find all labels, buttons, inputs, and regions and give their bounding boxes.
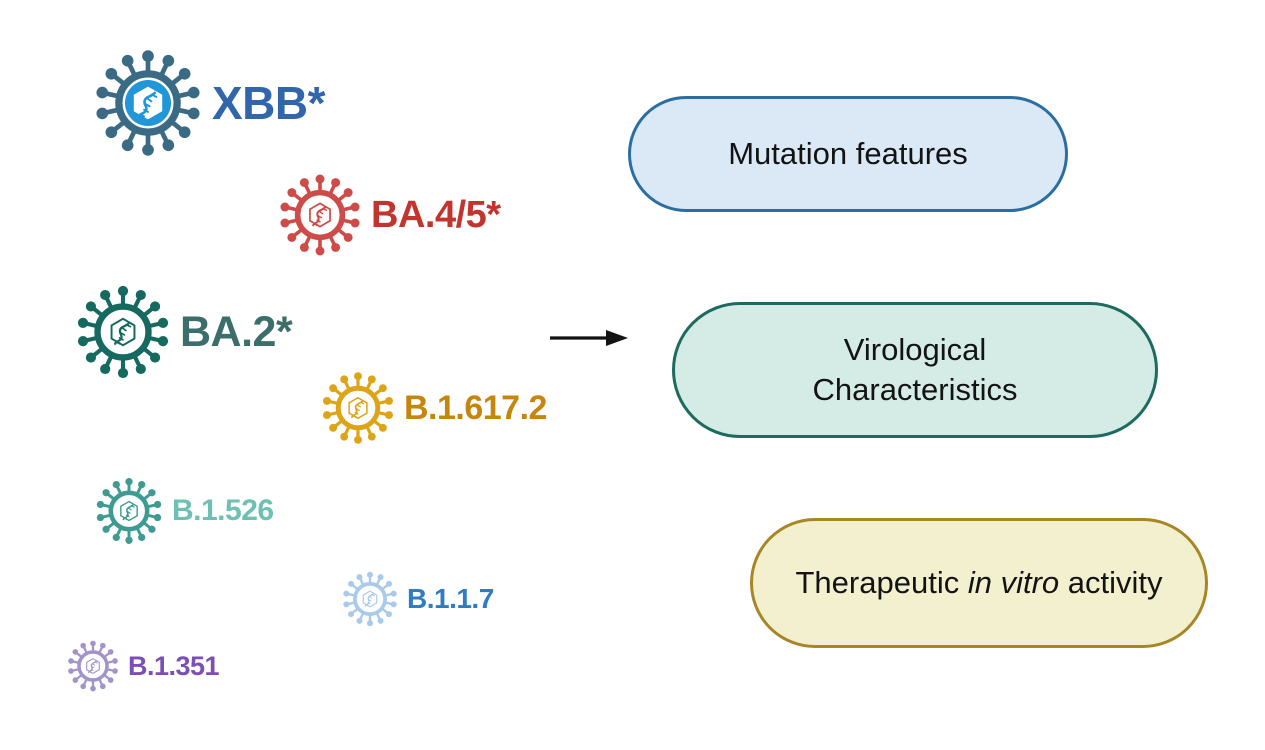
virus-icon-b16172 xyxy=(323,372,393,444)
variant-row-ba2[interactable]: BA.2* xyxy=(74,283,293,381)
variant-row-b1351[interactable]: B.1.351 xyxy=(66,639,220,693)
virus-icon-b117 xyxy=(343,571,397,627)
variant-row-xbb[interactable]: XBB* xyxy=(92,47,326,159)
topic-text-plain-1: Therapeutic xyxy=(795,565,968,601)
virus-icon-ba2 xyxy=(77,285,169,379)
topic-label-mutation-features: Mutation features xyxy=(714,134,982,174)
variant-label-ba45: BA.4/5* xyxy=(371,194,501,236)
variant-row-b1526[interactable]: B.1.526 xyxy=(94,476,274,546)
variant-label-ba2: BA.2* xyxy=(180,307,293,356)
virus-icon-b1526 xyxy=(96,478,162,544)
topic-text-line: Virological xyxy=(843,332,987,368)
virus-icon-xbb xyxy=(96,50,200,156)
variant-label-b16172: B.1.617.2 xyxy=(404,389,547,427)
variant-label-b117: B.1.1.7 xyxy=(407,583,494,614)
flow-arrow-right xyxy=(548,322,630,359)
variant-row-b117[interactable]: B.1.1.7 xyxy=(341,570,494,628)
variant-label-b1351: B.1.351 xyxy=(128,650,220,681)
variant-label-xbb: XBB* xyxy=(212,77,326,129)
virus-icon-xbb xyxy=(92,47,204,159)
topic-text-italic: in vitro xyxy=(967,565,1060,601)
topic-box-mutation-features[interactable]: Mutation features xyxy=(628,96,1068,212)
variant-label-b1526: B.1.526 xyxy=(172,494,274,527)
virus-icon-b1351 xyxy=(68,640,118,692)
virus-icon-b1351 xyxy=(66,639,120,693)
variant-row-b16172[interactable]: B.1.617.2 xyxy=(320,370,547,446)
topic-text-line: Characteristics xyxy=(812,372,1018,407)
virus-icon-b1526 xyxy=(94,476,164,546)
virus-icon-ba2 xyxy=(74,283,172,381)
topic-label-therapeutic-in-vitro-activity: Therapeutic in vitro activity xyxy=(782,563,1177,603)
variant-row-ba45[interactable]: BA.4/5* xyxy=(277,172,501,258)
topic-text-line: Mutation features xyxy=(728,136,968,172)
virus-icon-b16172 xyxy=(320,370,396,446)
topic-box-therapeutic-in-vitro-activity[interactable]: Therapeutic in vitro activity xyxy=(750,518,1208,648)
virus-icon-b117 xyxy=(341,570,399,628)
virus-icon-ba45 xyxy=(280,174,360,256)
virus-icon-ba45 xyxy=(277,172,363,258)
topic-text-plain-2: activity xyxy=(1059,565,1163,601)
